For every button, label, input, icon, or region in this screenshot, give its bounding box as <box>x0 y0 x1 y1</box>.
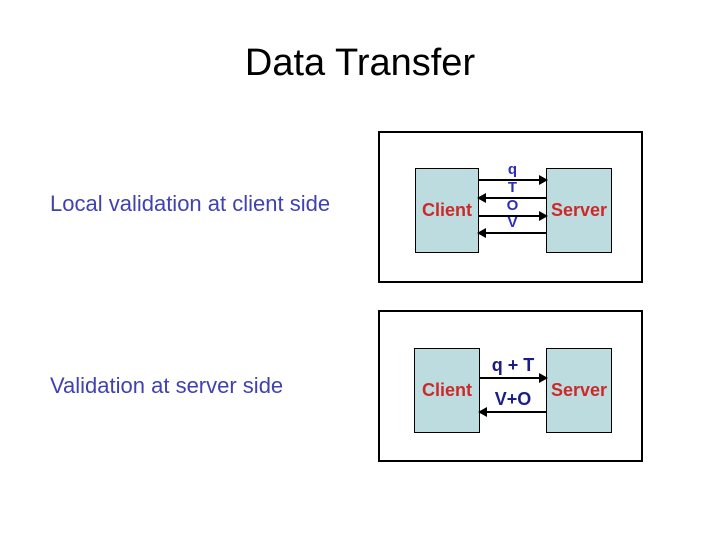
message-label-o: O <box>506 197 519 214</box>
arrow-client-to-server <box>480 373 548 383</box>
server-label: Server <box>550 200 608 220</box>
arrow-server-to-client <box>477 228 546 238</box>
client-node: Client <box>415 168 479 253</box>
arrow-client-to-server <box>479 211 548 221</box>
caption-server-validation: Validation at server side <box>50 373 284 398</box>
arrow-server-to-client <box>478 407 546 417</box>
message-label-v-plus-o: V+O <box>494 389 532 409</box>
server-node: Server <box>546 168 612 253</box>
caption-local-validation: Local validation at client side <box>50 191 331 216</box>
client-node: Client <box>414 348 480 433</box>
slide-title: Data Transfer <box>244 42 476 84</box>
message-label-t: T <box>507 179 518 196</box>
client-label: Client <box>421 200 472 220</box>
client-label: Client <box>421 380 472 400</box>
server-node: Server <box>546 348 612 433</box>
arrow-server-to-client <box>477 193 546 203</box>
message-label-q: q <box>507 161 518 178</box>
diagram-local-validation: Client Server q T O V <box>378 131 643 283</box>
arrow-client-to-server <box>479 175 548 185</box>
diagram-server-validation: Client Server q + T V+O <box>378 310 643 462</box>
server-label: Server <box>550 380 608 400</box>
message-label-q-plus-t: q + T <box>491 355 535 375</box>
message-label-v: V <box>507 214 518 231</box>
